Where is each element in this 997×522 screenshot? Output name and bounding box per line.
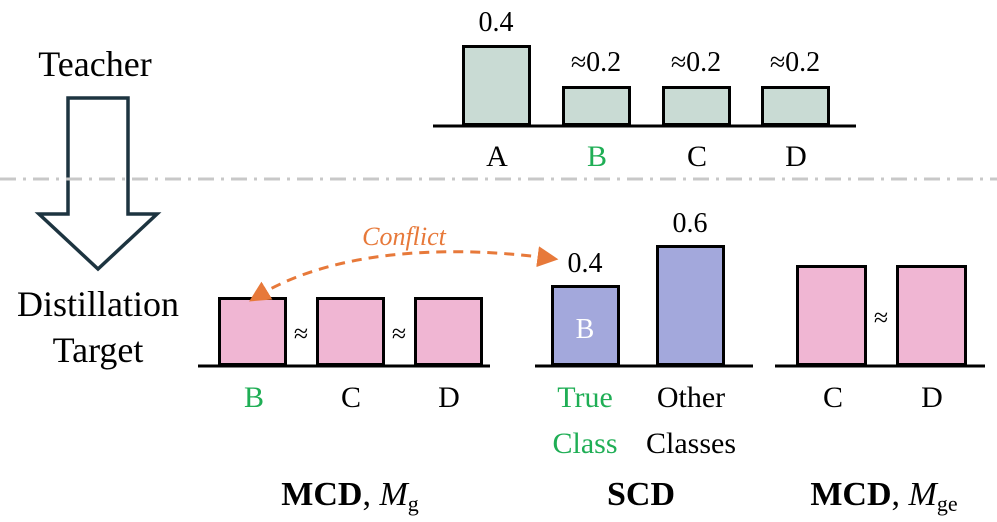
mcd-ge-title: MCD, Mge <box>810 476 957 516</box>
teacher-bar-a <box>462 45 531 126</box>
teacher-value-a: 0.4 <box>479 7 514 38</box>
mcd-ge-bar-d <box>896 265 967 366</box>
mcd-ge-bar-c <box>796 265 867 366</box>
scd-bar-true-class <box>551 285 620 366</box>
scd-label-true-line1: True <box>557 381 613 414</box>
mcd-g-category-d: D <box>438 381 460 414</box>
scd-chart: B 0.4 0.6 True Class Other Classes SCD <box>535 208 753 513</box>
mcd-ge-category-c: C <box>823 381 843 414</box>
teacher-category-d: D <box>785 140 807 173</box>
teacher-value-c: ≈0.2 <box>671 47 721 78</box>
mcd-g-bar-b <box>218 297 287 366</box>
mcd-ge-chart: ≈ C D MCD, Mge <box>775 265 985 516</box>
scd-bar-true-text: B <box>576 314 595 345</box>
scd-value-other: 0.6 <box>673 208 708 239</box>
mcd-g-title: MCD, Mg <box>281 476 419 516</box>
scd-value-true: 0.4 <box>568 248 603 279</box>
scd-label-other-line2: Classes <box>646 427 736 460</box>
conflict-label: Conflict <box>362 222 447 251</box>
target-label: Target <box>53 330 144 370</box>
mcd-g-chart: ≈ ≈ B C D MCD, Mg <box>198 297 490 516</box>
scd-bar-other-classes <box>656 245 725 366</box>
scd-label-other-line1: Other <box>657 381 725 414</box>
teacher-value-b: ≈0.2 <box>571 47 621 78</box>
distillation-label: Distillation <box>17 284 179 324</box>
mcd-g-category-b: B <box>244 381 264 414</box>
teacher-bar-c <box>662 86 731 126</box>
teacher-value-d: ≈0.2 <box>770 47 820 78</box>
mcd-g-bar-d <box>414 297 483 366</box>
teacher-category-c: C <box>687 140 707 173</box>
mcd-ge-category-d: D <box>921 381 943 414</box>
teacher-bar-b <box>562 86 631 126</box>
down-arrow-icon <box>34 96 162 272</box>
teacher-chart: 0.4 ≈0.2 ≈0.2 ≈0.2 A B C D <box>433 7 856 173</box>
teacher-label: Teacher <box>38 44 151 84</box>
teacher-category-b: B <box>587 140 607 173</box>
mcd-g-approx-1: ≈ <box>294 319 308 348</box>
mcd-ge-approx: ≈ <box>874 303 888 332</box>
scd-title: SCD <box>607 476 675 513</box>
mcd-g-bar-c <box>316 297 385 366</box>
conflict-arrow <box>249 246 559 302</box>
teacher-bar-d <box>761 86 830 126</box>
scd-label-true-line2: Class <box>552 427 617 460</box>
teacher-category-a: A <box>486 140 508 173</box>
mcd-g-approx-2: ≈ <box>392 319 406 348</box>
mcd-g-category-c: C <box>341 381 361 414</box>
